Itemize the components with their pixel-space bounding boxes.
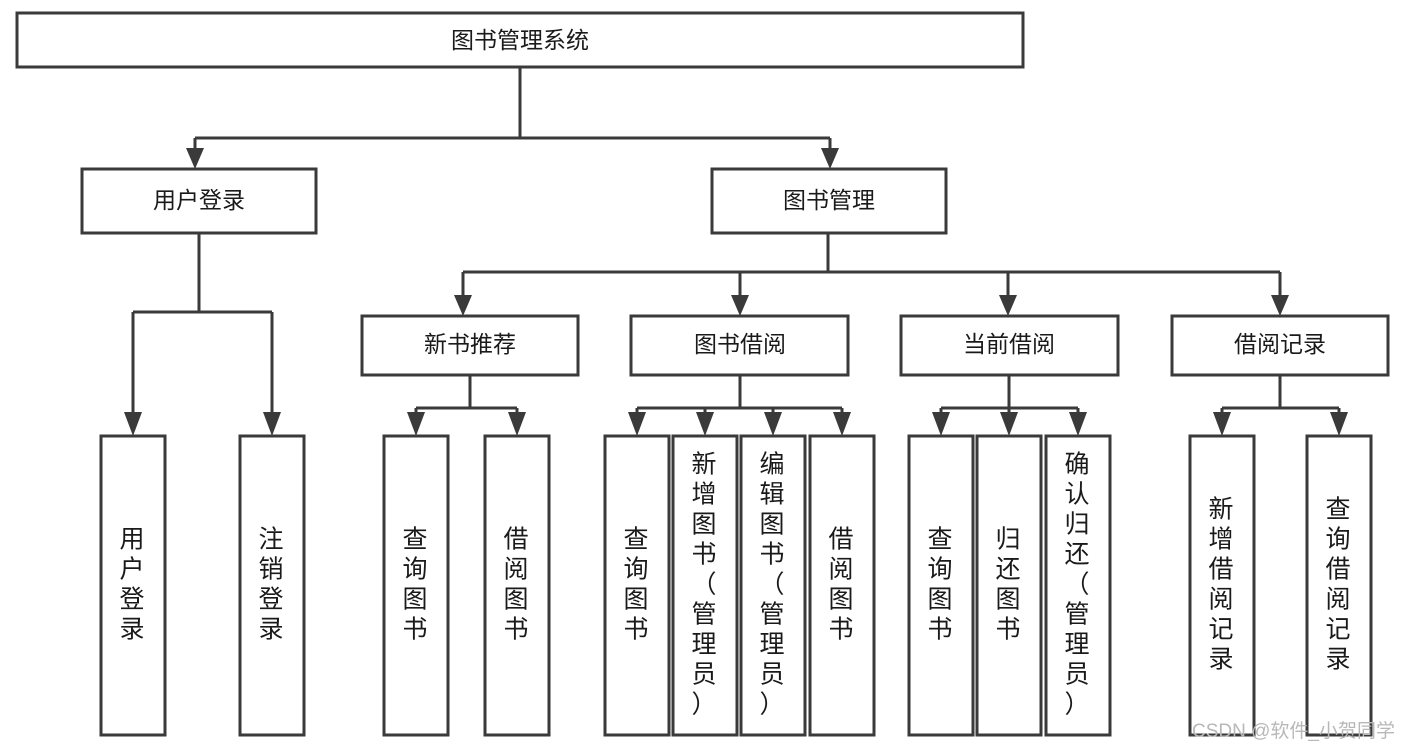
node-current-borrow-box[interactable] (899, 314, 1120, 377)
arrow-to-new-book (454, 295, 472, 316)
leaf-label: 归还图书 (995, 526, 1022, 644)
leaf-label: 借阅图书 (503, 526, 530, 644)
leaf-label: 确认归还（管理员） (1064, 451, 1091, 719)
arrow-to-current-borrow (999, 295, 1017, 316)
leaf-box[interactable] (671, 434, 739, 737)
leaf-current-borrow-1[interactable]: 归还图书 (975, 434, 1043, 737)
arrow-borrow-leaf-4 (833, 412, 851, 436)
node-book-manage-box[interactable] (710, 167, 948, 235)
node-book-manage[interactable]: 图书管理 (710, 167, 948, 235)
leaf-user-login-1[interactable]: 注销登录 (238, 434, 306, 737)
leaf-label: 新增图书（管理员） (691, 451, 718, 719)
leaf-label: 注销登录 (258, 526, 285, 644)
arrow-current-leaf-2 (1000, 412, 1018, 436)
arrow-to-borrow-record (1271, 295, 1289, 316)
leaf-box[interactable] (382, 434, 450, 737)
leaf-box[interactable] (603, 434, 671, 737)
node-root-label: 图书管理系统 (451, 27, 589, 53)
leaf-box[interactable] (99, 434, 167, 737)
arrow-current-leaf-1 (932, 412, 950, 436)
connector-group (124, 67, 1348, 436)
leaf-box[interactable] (1044, 434, 1112, 737)
leaf-label: 编辑图书（管理员） (759, 451, 786, 719)
node-current-borrow[interactable]: 当前借阅 (899, 314, 1120, 377)
leaf-box[interactable] (907, 434, 975, 737)
leaf-book-borrow-1[interactable]: 新增图书（管理员） (671, 434, 739, 737)
node-new-book-recommend-label: 新书推荐 (424, 331, 516, 357)
leaf-current-borrow-0[interactable]: 查询图书 (907, 434, 975, 737)
node-root[interactable]: 图书管理系统 (15, 11, 1025, 69)
leaf-user-login-0[interactable]: 用户登录 (99, 434, 167, 737)
arrow-record-leaf-1 (1213, 412, 1231, 436)
leaf-box[interactable] (739, 434, 807, 737)
leaf-current-borrow-2[interactable]: 确认归还（管理员） (1044, 434, 1112, 737)
leaf-borrow-record-1[interactable]: 查询借阅记录 (1305, 434, 1373, 737)
node-current-borrow-label: 当前借阅 (963, 331, 1055, 357)
leaf-label: 查询图书 (623, 526, 650, 644)
node-user-login-label: 用户登录 (153, 187, 245, 213)
arrow-borrow-leaf-1 (628, 412, 646, 436)
node-new-book-recommend[interactable]: 新书推荐 (360, 314, 580, 377)
leaf-book-borrow-3[interactable]: 借阅图书 (808, 434, 876, 737)
leaf-label: 借阅图书 (828, 526, 855, 644)
arrow-borrow-leaf-3 (764, 412, 782, 436)
arrow-to-book-manage (821, 148, 839, 169)
leaf-book-borrow-0[interactable]: 查询图书 (603, 434, 671, 737)
node-borrow-record-label: 借阅记录 (1234, 331, 1326, 357)
arrow-user-leaf-1 (124, 412, 142, 436)
node-user-login-box[interactable] (80, 167, 318, 235)
arrow-newbook-leaf-1 (407, 412, 425, 436)
node-book-borrow-label: 图书借阅 (694, 331, 786, 357)
node-book-borrow-box[interactable] (629, 314, 850, 377)
arrow-user-leaf-2 (263, 412, 281, 436)
leaf-box[interactable] (1188, 434, 1256, 737)
leaf-box[interactable] (808, 434, 876, 737)
leaf-box[interactable] (483, 434, 551, 737)
node-borrow-record[interactable]: 借阅记录 (1170, 314, 1390, 377)
leaf-label: 用户登录 (119, 526, 146, 644)
leaf-label: 查询图书 (927, 526, 954, 644)
node-user-login[interactable]: 用户登录 (80, 167, 318, 235)
leaf-label: 查询图书 (402, 526, 429, 644)
node-book-borrow[interactable]: 图书借阅 (629, 314, 850, 377)
node-new-book-recommend-box[interactable] (360, 314, 580, 377)
leaf-box[interactable] (975, 434, 1043, 737)
arrow-record-leaf-2 (1330, 412, 1348, 436)
leaf-box[interactable] (238, 434, 306, 737)
leaf-new-book-1[interactable]: 借阅图书 (483, 434, 551, 737)
arrow-to-book-borrow (731, 295, 749, 316)
leaf-label: 查询借阅记录 (1325, 496, 1352, 674)
arrow-newbook-leaf-2 (508, 412, 526, 436)
leaf-label: 新增借阅记录 (1208, 496, 1235, 674)
leaf-book-borrow-2[interactable]: 编辑图书（管理员） (739, 434, 807, 737)
node-root-box[interactable] (15, 11, 1025, 69)
node-borrow-record-box[interactable] (1170, 314, 1390, 377)
leaf-new-book-0[interactable]: 查询图书 (382, 434, 450, 737)
arrow-borrow-leaf-2 (696, 412, 714, 436)
node-book-manage-label: 图书管理 (783, 187, 875, 213)
arrow-to-user-login (186, 148, 204, 169)
leaf-box[interactable] (1305, 434, 1373, 737)
leaf-borrow-record-0[interactable]: 新增借阅记录 (1188, 434, 1256, 737)
arrow-current-leaf-3 (1069, 412, 1087, 436)
